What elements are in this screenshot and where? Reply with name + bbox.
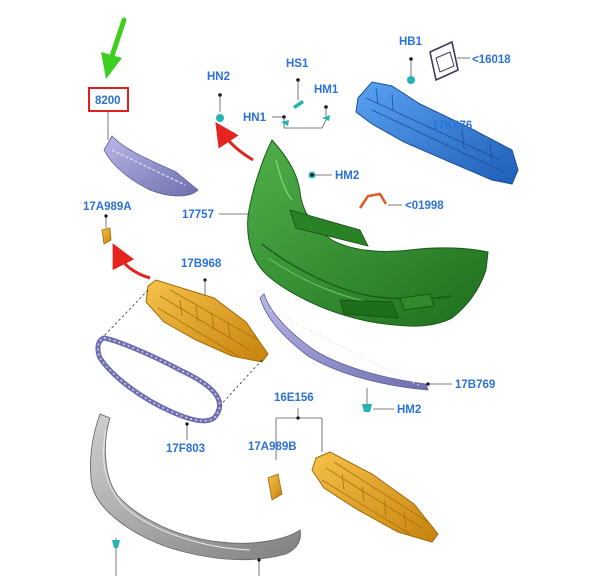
fastener-hn2-icon <box>216 114 224 122</box>
fastener-hm1-icon <box>322 115 330 121</box>
part-label-8200: 8200 <box>95 95 121 107</box>
part-label-17b968: 17B968 <box>181 258 222 270</box>
bumper-reinforcement-part <box>355 81 519 185</box>
part-label-hm2-bottom: HM2 <box>397 404 421 416</box>
part-label-hs1: HS1 <box>286 58 309 70</box>
part-label-17757: 17757 <box>182 209 214 221</box>
fastener-hm2-bottom-icon <box>362 404 372 412</box>
fastener-hs1-icon <box>293 100 304 109</box>
energy-absorber-upper-part <box>145 279 269 363</box>
part-label-hn1: HN1 <box>243 112 267 124</box>
red-arrow-17a989a-icon <box>112 243 151 280</box>
lower-trim-strip-part <box>259 293 429 391</box>
fastener-bottom-left-icon <box>112 540 120 548</box>
part-8200-highlight-box <box>88 87 129 112</box>
part-label-17f803: 17F803 <box>166 443 205 455</box>
fastener-hn1-icon <box>281 120 289 126</box>
part-label-16e156: 16E156 <box>274 392 314 404</box>
bumper-cover-part <box>247 139 489 327</box>
part-label-17a989b: 17A989B <box>248 441 297 453</box>
part-label-17a989a: 17A989A <box>83 201 132 213</box>
bracket-17a989a-part <box>101 227 112 245</box>
red-arrow-hn2-icon <box>215 122 254 162</box>
grille-frame-part <box>95 335 222 424</box>
part-label-hb1: HB1 <box>399 36 423 48</box>
mounting-bracket-part <box>429 40 459 82</box>
clip-01998-icon <box>358 192 388 209</box>
fastener-hb1-icon <box>407 76 415 84</box>
part-label-17b769: 17B769 <box>455 379 495 391</box>
energy-absorber-lower-part <box>311 451 439 543</box>
bracket-17a989b-part <box>267 473 283 501</box>
green-arrow-icon <box>101 17 127 79</box>
part-label-hm1: HM1 <box>314 84 339 96</box>
lower-bumper-skin-part <box>90 413 301 561</box>
part-label-16018: <16018 <box>472 54 511 66</box>
part-label-hn2: HN2 <box>207 71 230 83</box>
upper-grille-trim-part <box>103 135 199 197</box>
part-label-17k876: 17K876 <box>432 120 472 132</box>
part-label-hm2-top: HM2 <box>335 170 359 182</box>
part-label-01998: <01998 <box>405 200 444 212</box>
